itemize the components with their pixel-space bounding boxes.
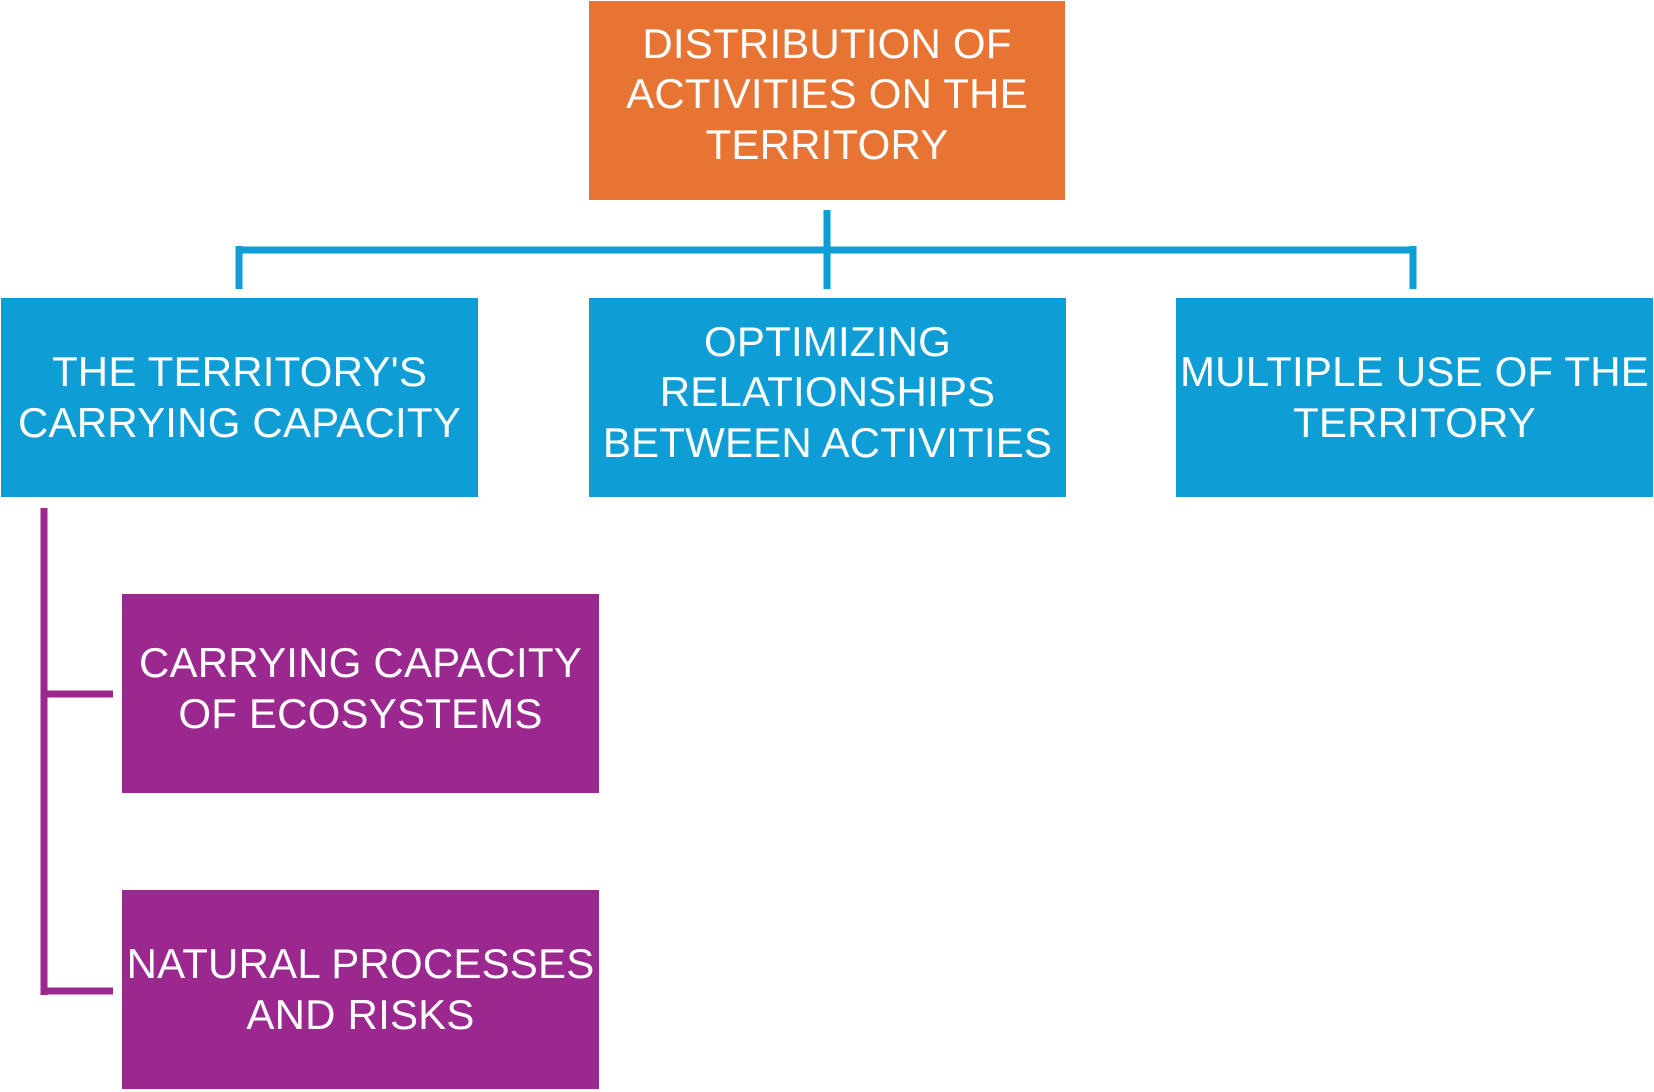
child-node-label: OPTIMIZING RELATIONSHIPS BETWEEN ACTIVIT… xyxy=(602,317,1053,466)
child-node-optimizing-relationships: OPTIMIZING RELATIONSHIPS BETWEEN ACTIVIT… xyxy=(589,298,1066,497)
sub-node-label: NATURAL PROCESSES AND RISKS xyxy=(126,940,595,1038)
sub-node-label: CARRYING CAPACITY OF ECOSYSTEMS xyxy=(139,639,582,737)
sub-level-connectors xyxy=(40,508,113,995)
child-node-multiple-use: MULTIPLE USE OF THE TERRITORY xyxy=(1176,298,1653,497)
sub-node-ecosystems: CARRYING CAPACITY OF ECOSYSTEMS xyxy=(122,594,599,793)
top-level-connectors xyxy=(235,210,1417,289)
child-node-label: THE TERRITORY'S CARRYING CAPACITY xyxy=(18,348,461,446)
root-node: DISTRIBUTION OF ACTIVITIES ON THE TERRIT… xyxy=(589,1,1065,200)
child-node-carrying-capacity: THE TERRITORY'S CARRYING CAPACITY xyxy=(1,298,478,497)
child-node-label: MULTIPLE USE OF THE TERRITORY xyxy=(1180,348,1649,446)
root-node-label: DISTRIBUTION OF ACTIVITIES ON THE TERRIT… xyxy=(626,19,1028,168)
sub-node-natural-processes: NATURAL PROCESSES AND RISKS xyxy=(122,890,599,1089)
